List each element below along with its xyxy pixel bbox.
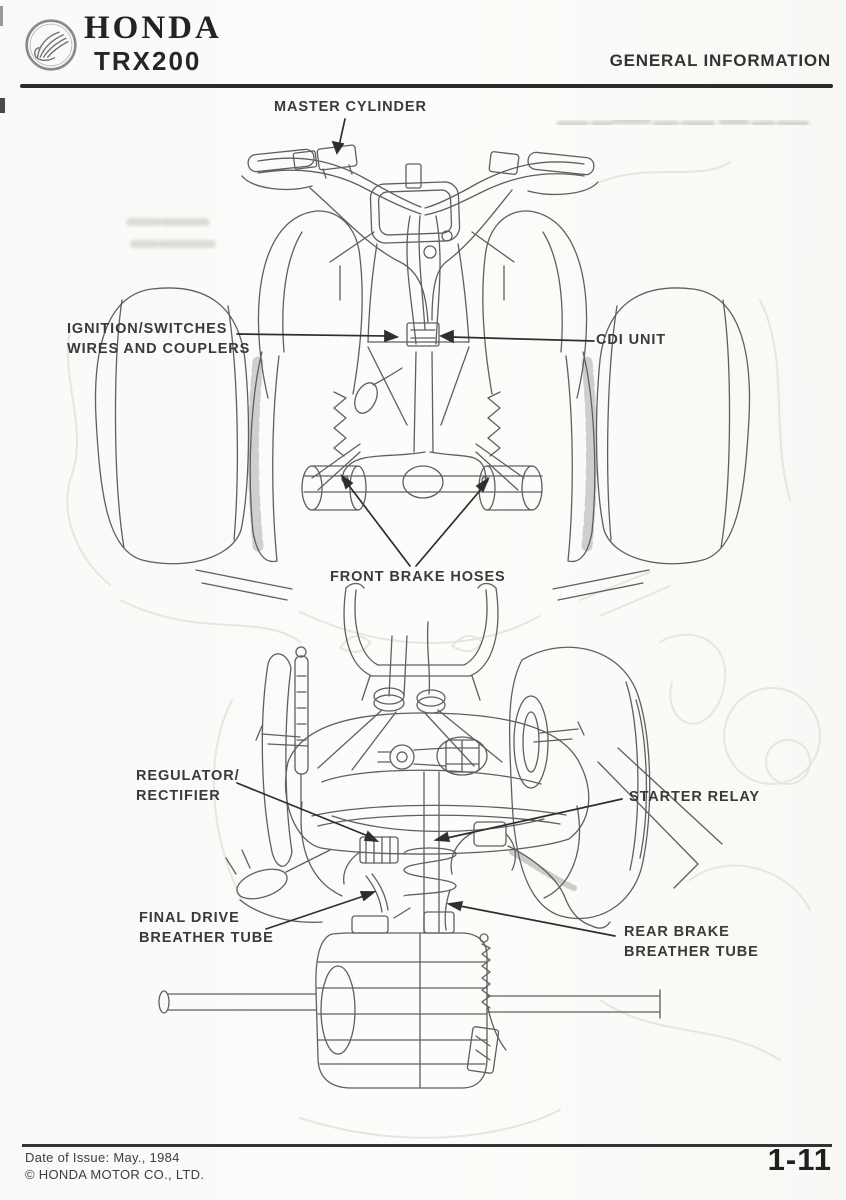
page-number: 1-11 — [767, 1142, 832, 1177]
handlebar-assembly — [241, 144, 599, 216]
copyright-line: © HONDA MOTOR CO., LTD. — [25, 1167, 205, 1182]
leader-cdi-unit — [438, 329, 595, 344]
label-cdi-unit: CDI UNIT — [596, 332, 667, 348]
label-line: BREATHER TUBE — [624, 944, 759, 960]
brand-name: HONDA — [84, 10, 222, 46]
label-line: FINAL DRIVE — [139, 910, 240, 926]
label-line: REAR BRAKE — [624, 924, 730, 940]
front-bumper — [195, 569, 650, 701]
label-line: REGULATOR/ — [136, 768, 240, 784]
headlight — [369, 181, 461, 244]
label-master-cylinder: MASTER CYLINDER — [274, 99, 427, 115]
page-section-title: GENERAL INFORMATION — [609, 51, 831, 70]
regulator-rectifier-part — [342, 836, 399, 885]
rear-axle-housing — [284, 712, 590, 933]
front-view-drawing — [94, 144, 751, 701]
label-line: BREATHER TUBE — [139, 930, 274, 946]
label-rear-brake-breather-tube: REAR BRAKE BREATHER TUBE — [624, 922, 759, 962]
leader-rear-brake-breather — [446, 900, 616, 937]
label-line: IGNITION/SWITCHES — [67, 321, 228, 337]
label-regulator-rectifier: REGULATOR/ RECTIFIER — [136, 766, 240, 806]
rear-shock-absorber — [225, 646, 331, 923]
footer-rule — [22, 1144, 832, 1147]
brand-block: HONDA TRX200 — [84, 10, 222, 76]
breather-tubes — [365, 873, 451, 931]
rear-tire — [508, 646, 723, 920]
brand-model: TRX200 — [94, 46, 202, 76]
engine-case — [158, 907, 661, 1089]
leader-starter-relay — [433, 798, 623, 842]
frame-front — [329, 231, 515, 453]
leader-front-brake-hoses — [340, 473, 490, 567]
header-rule — [20, 84, 833, 88]
scan-edge-artifact — [0, 6, 3, 26]
scan-edge-artifact — [0, 98, 5, 113]
label-line: RECTIFIER — [136, 788, 221, 804]
label-front-brake-hoses: FRONT BRAKE HOSES — [330, 569, 506, 585]
leader-regulator-rectifier — [236, 782, 380, 843]
rear-tires-background — [94, 287, 751, 565]
leader-master-cylinder — [331, 118, 346, 155]
front-knobby-tires — [248, 351, 597, 563]
bleed-through-artifacts — [66, 117, 821, 1139]
label-line: WIRES AND COUPLERS — [67, 341, 251, 357]
front-suspension — [301, 367, 543, 511]
label-ignition-switches: IGNITION/SWITCHES WIRES AND COUPLERS — [67, 319, 250, 359]
cdi-unit-box — [406, 322, 440, 347]
brake-drums — [301, 465, 543, 511]
date-of-issue: Date of Issue: May., 1984 — [25, 1150, 180, 1165]
rear-frame-top — [255, 621, 585, 771]
kick-spring — [466, 933, 507, 1074]
leader-lines — [236, 118, 623, 937]
label-final-drive-breather-tube: FINAL DRIVE BREATHER TUBE — [139, 908, 274, 948]
wiring-cables — [309, 187, 513, 345]
leader-ignition-switches — [236, 329, 400, 343]
honda-wing-icon — [24, 18, 78, 72]
leader-final-drive-breather — [265, 891, 377, 930]
label-starter-relay: STARTER RELAY — [629, 789, 760, 805]
starter-relay-part — [450, 821, 611, 929]
rear-view-drawing — [158, 621, 723, 1089]
